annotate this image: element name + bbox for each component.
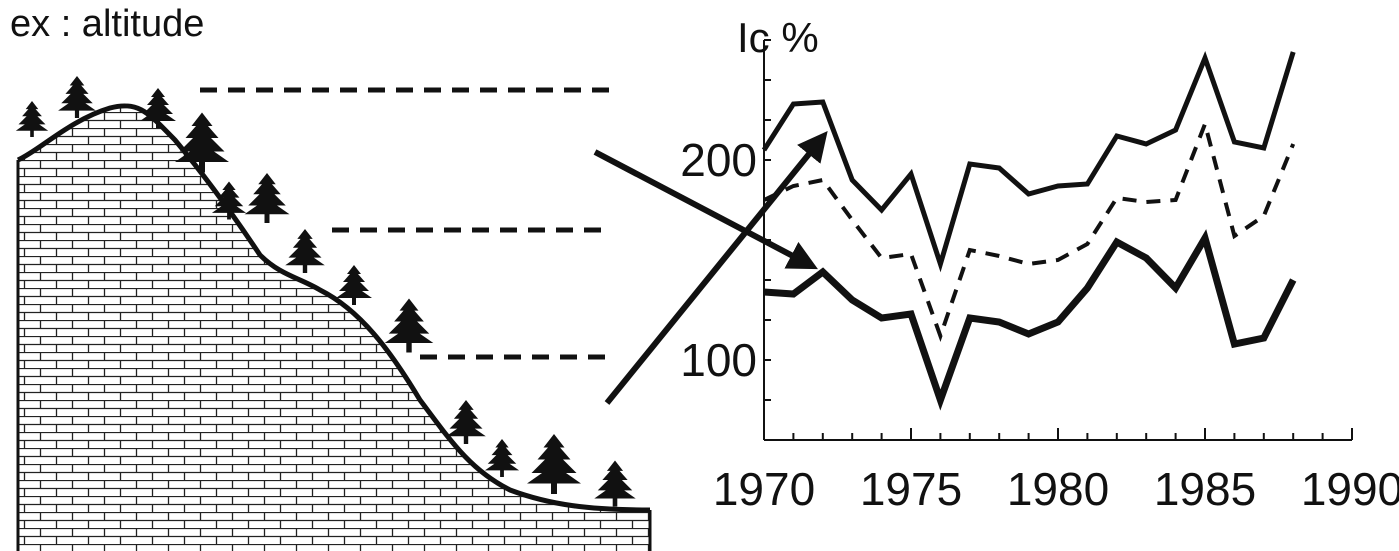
tree-icon <box>527 434 581 494</box>
figure-title: ex : altitude <box>10 3 205 45</box>
connector-arrows <box>593 131 828 405</box>
x-tick-label: 1975 <box>860 463 962 515</box>
series-line-upper <box>761 50 1296 273</box>
tree-icon <box>484 439 520 477</box>
tree-icon <box>336 265 372 305</box>
tree-icon <box>15 101 49 137</box>
altitude-dashes <box>200 87 612 360</box>
mountain-slope <box>16 103 652 551</box>
series-line-lower <box>763 229 1297 411</box>
x-axis <box>763 428 1353 441</box>
tree-icon <box>244 173 290 223</box>
arrow-low-to-high-series <box>604 131 828 405</box>
y-tick-label: 200 <box>680 134 757 186</box>
y-tick-label: 100 <box>680 334 757 386</box>
y-axis-label: Ic % <box>737 14 819 61</box>
tree-icon <box>285 229 325 273</box>
tree-icon <box>384 298 434 353</box>
x-tick-label: 1980 <box>1007 463 1109 515</box>
tree-icon <box>446 400 486 444</box>
chart: Ic % 100 200 1970 1975 1980 1985 1990 <box>680 14 1399 515</box>
y-axis <box>763 39 771 441</box>
x-tick-label: 1970 <box>713 463 815 515</box>
tree-icon <box>58 76 96 118</box>
x-tick-label: 1985 <box>1154 463 1256 515</box>
arrow-high-to-low-series <box>593 149 818 270</box>
tree-icon <box>594 460 636 507</box>
x-tick-label: 1990 <box>1301 463 1399 515</box>
